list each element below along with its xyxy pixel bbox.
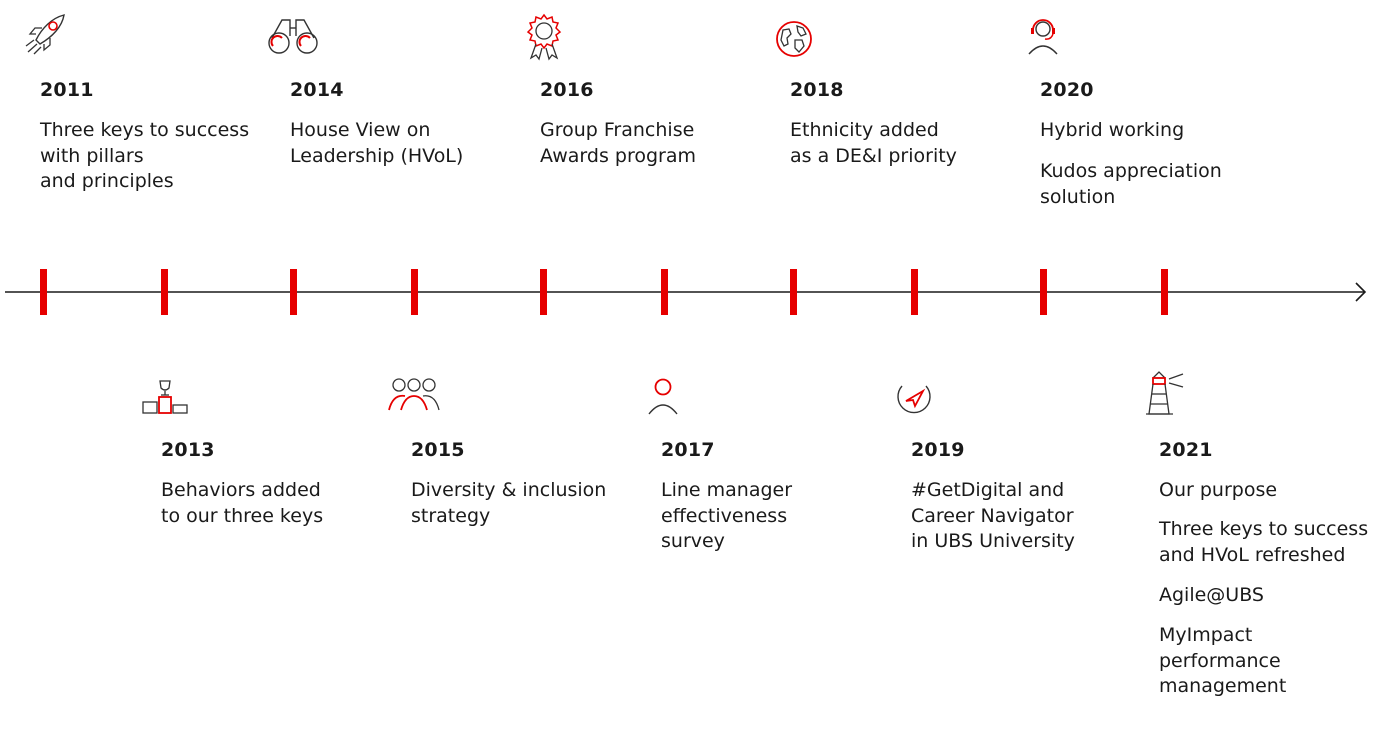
milestone-2017-item-1: Line manager effectiveness survey	[661, 479, 793, 552]
year-2013: 2013	[161, 439, 215, 461]
headset-person-icon	[1028, 19, 1058, 55]
rocket-icon	[25, 14, 65, 55]
tick-2011	[40, 269, 47, 315]
tick-2020	[1040, 269, 1047, 315]
timeline-ticks	[40, 269, 1168, 315]
award-rosette-icon	[526, 13, 562, 61]
year-2020: 2020	[1040, 79, 1094, 101]
year-2019: 2019	[911, 439, 965, 461]
year-2017: 2017	[661, 439, 715, 461]
tick-2017	[661, 269, 668, 315]
milestone-2011-item-1: Three keys to success with pillars and p…	[40, 119, 250, 192]
binoculars-icon	[268, 19, 318, 54]
milestone-2013-item-1: Behaviors added to our three keys	[161, 479, 324, 527]
tick-2015	[411, 269, 418, 315]
year-2018: 2018	[790, 79, 844, 101]
year-2014: 2014	[290, 79, 344, 101]
milestone-2014-item-1: House View on Leadership (HVoL)	[290, 119, 464, 167]
milestone-2018-item-1: Ethnicity added as a DE&I priority	[790, 119, 957, 167]
tick-2016	[540, 269, 547, 315]
milestone-2016-item-1: Group Franchise Awards program	[540, 119, 696, 167]
group-people-icon	[388, 378, 440, 411]
year-2021: 2021	[1159, 439, 1213, 461]
milestone-2015-item-1: Diversity & inclusion strategy	[411, 479, 607, 527]
tick-2014	[290, 269, 297, 315]
globe-icon	[776, 21, 812, 57]
milestone-2020-item-2: Kudos appreciation solution	[1040, 160, 1222, 208]
milestone-2019-item-1: #GetDigital and Career Navigator in UBS …	[911, 479, 1075, 552]
milestone-2021-item-2: Three keys to success and HVoL refreshed	[1159, 518, 1369, 566]
lighthouse-icon	[1146, 371, 1184, 415]
tick-2018	[790, 269, 797, 315]
compass-icon	[897, 385, 931, 414]
person-icon	[648, 378, 678, 415]
year-2011: 2011	[40, 79, 94, 101]
timeline-arrow-icon	[1355, 282, 1367, 302]
podium-trophy-icon	[142, 380, 188, 414]
milestone-2021-item-4: MyImpact performance management	[1159, 624, 1287, 697]
year-2016: 2016	[540, 79, 594, 101]
tick-2013	[161, 269, 168, 315]
milestone-2020-item-1: Hybrid working	[1040, 119, 1185, 141]
milestone-2021-item-1: Our purpose	[1159, 479, 1278, 501]
milestone-2021-item-3: Agile@UBS	[1159, 584, 1264, 606]
year-2015: 2015	[411, 439, 465, 461]
tick-2019	[911, 269, 918, 315]
tick-2021	[1161, 269, 1168, 315]
